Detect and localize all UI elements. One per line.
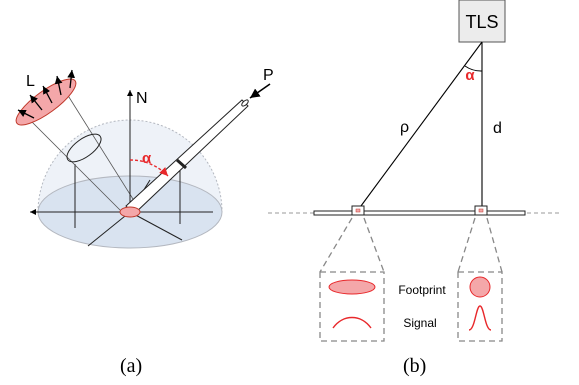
light-ray-3 [42,85,53,104]
alpha-arc-a [129,159,169,177]
panel-a: L N P α (a) [15,67,274,377]
probe-ring [176,158,187,170]
footprint-label: Footprint [398,283,446,297]
normal-label: N [136,90,148,107]
probe-arrow [249,83,271,99]
angle-label-b: α [465,67,475,84]
signal-label: Signal [403,316,436,330]
zoom-funnel-right [457,217,503,273]
light-ray-4 [54,75,63,96]
light-ray-5 [67,69,76,89]
panel-b: TLS α ρ d Footprint Signal (b) [268,0,560,377]
light-ray-1 [17,109,35,119]
probe-label: P [263,67,274,84]
cone-edge-1 [27,117,121,211]
range-label: ρ [400,119,409,136]
signal-oblique [332,316,372,329]
ground-line-1 [87,211,131,247]
footprint-oblique [328,279,376,295]
angle-label-a: α [142,150,152,167]
light-label: L [26,73,35,90]
light-ray-2 [29,94,43,111]
target-spot [119,206,141,218]
cone-edge-2 [61,85,139,208]
light-source-ellipse [15,78,77,126]
probe-tip [241,99,249,107]
ground-line-2 [129,211,183,241]
surface-plate [313,210,526,216]
cone-ring [66,133,102,163]
caption-a: (a) [120,355,142,377]
scanner-label: TLS [465,12,498,32]
zoom-funnel-left [319,217,385,273]
oblique-ray [357,41,483,211]
alpha-arc-b [464,65,483,72]
signal-vertical [468,305,492,331]
spot-mark-right [478,208,484,213]
footprint-vertical [469,276,491,298]
distance-label: d [493,120,502,137]
caption-b: (b) [403,355,426,377]
spot-mark-left [355,208,361,213]
